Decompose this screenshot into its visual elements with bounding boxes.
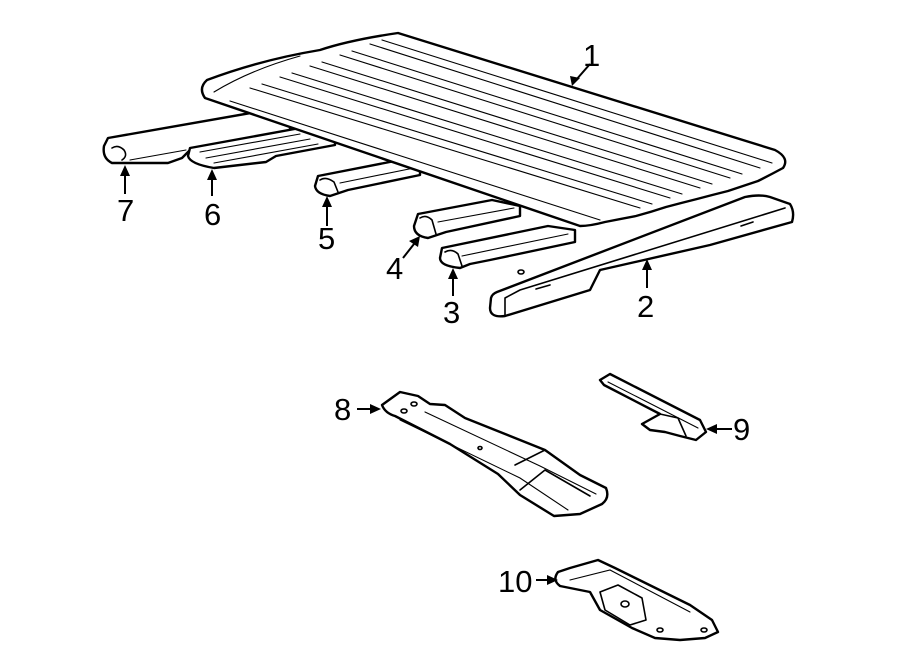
callout-5: 5 (318, 221, 335, 256)
part-10-bracket[interactable] (554, 558, 720, 642)
part-4-crossmember[interactable] (412, 198, 522, 240)
part-1-floor-panel[interactable] (200, 31, 787, 228)
callout-7: 7 (117, 193, 134, 228)
callout-4: 4 (386, 251, 403, 286)
callout-8: 8 (334, 392, 351, 427)
callout-6: 6 (204, 197, 221, 232)
callout-3: 3 (443, 295, 460, 330)
callout-10: 10 (498, 564, 532, 599)
callout-9: 9 (733, 412, 750, 447)
part-9-bracket[interactable] (598, 372, 708, 442)
callout-2: 2 (637, 289, 654, 324)
part-8-bracket[interactable] (380, 390, 609, 518)
part-2-side-rail[interactable] (488, 194, 795, 318)
part-3-crossmember[interactable] (438, 224, 577, 270)
callout-leaders (120, 63, 732, 585)
callout-1: 1 (583, 38, 600, 73)
